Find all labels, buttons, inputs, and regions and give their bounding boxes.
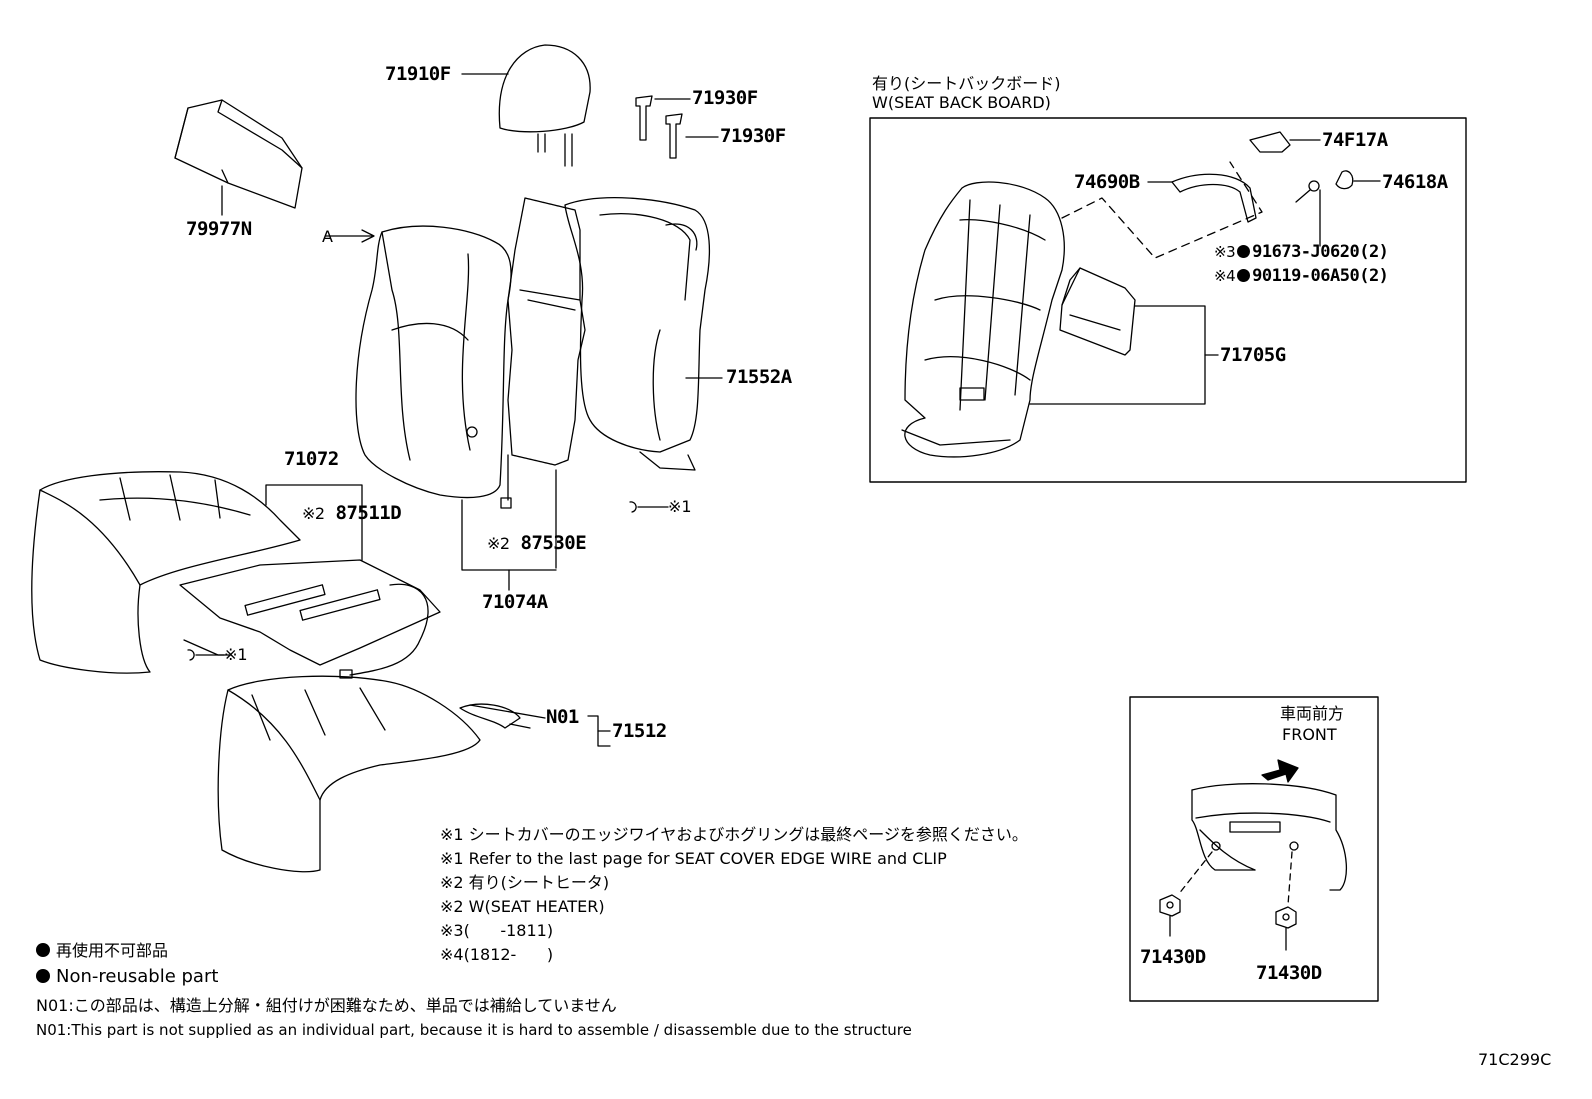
front-direction-label-jp: 車両前方	[1280, 704, 1345, 723]
part-number-74F17A[interactable]: 74F17A	[1322, 129, 1388, 151]
part-number-87511D[interactable]: ※2 87511D	[302, 502, 402, 524]
part-number-74690B[interactable]: 74690B	[1074, 171, 1140, 193]
callout-brackets-seat	[265, 484, 557, 591]
part-number-71552A[interactable]: 71552A	[726, 366, 792, 388]
headrest-pad-drawing	[174, 99, 303, 216]
legend-non-reusable-jp: 再使用不可部品	[36, 943, 168, 959]
legend-non-reusable-en: Non-reusable part	[36, 968, 218, 986]
figure-code: 71C299C	[1478, 1050, 1552, 1069]
headrest-guide-drawing	[635, 95, 719, 159]
non-reusable-dot-icon	[36, 969, 50, 983]
note-1-en: ※1 Refer to the last page for SEAT COVER…	[440, 849, 947, 868]
seat-back-board-box	[869, 117, 1467, 483]
part-number-71930F-lower[interactable]: 71930F	[720, 125, 786, 147]
seat-back-board-title-jp: 有り(シートバックボード)	[872, 74, 1061, 93]
note-2-en: ※2 W(SEAT HEATER)	[440, 897, 605, 916]
note-3: ※3( -1811)	[440, 921, 554, 940]
hog-ring-symbols	[187, 501, 669, 661]
seat-cushion-pad-drawing	[217, 675, 546, 873]
headrest-drawing	[461, 44, 591, 167]
mark-3: ※3	[1214, 243, 1236, 261]
front-direction-label-en: FRONT	[1282, 725, 1337, 744]
note-1-jp: ※1 シートカバーのエッジワイヤおよびホグリングは最終ページを参照ください。	[440, 825, 1028, 844]
front-orientation-box	[1129, 696, 1379, 1002]
part-number-87530E[interactable]: ※2 87530E	[487, 532, 587, 554]
seat-cushion-heater-drawing	[179, 559, 441, 679]
part-number-71910F[interactable]: 71910F	[385, 63, 451, 85]
seatback-heater-drawing	[500, 197, 586, 569]
callout-brackets-cushion	[587, 715, 611, 747]
part-number-71512[interactable]: 71512	[612, 720, 667, 742]
mark-4: ※4	[1214, 267, 1236, 285]
seatback-cover-drawing	[325, 225, 512, 499]
seatback-pad-drawing	[564, 197, 723, 471]
part-number-71430D-left[interactable]: 71430D	[1140, 946, 1206, 968]
note-2-jp: ※2 有り(シートヒータ)	[440, 873, 610, 892]
part-number-71072[interactable]: 71072	[284, 448, 339, 470]
part-number-71430D-right[interactable]: 71430D	[1256, 962, 1322, 984]
non-reusable-dot-icon	[1237, 269, 1251, 282]
view-marker-a: A	[322, 227, 333, 246]
part-number-71074A[interactable]: 71074A	[482, 591, 548, 613]
note-4: ※4(1812- )	[440, 945, 554, 964]
mark-2: ※2	[302, 504, 325, 523]
mark-2: ※2	[487, 534, 510, 553]
seat-back-board-title-en: W(SEAT BACK BOARD)	[872, 93, 1051, 112]
part-number-N01[interactable]: N01	[546, 706, 579, 728]
part-number-79977N[interactable]: 79977N	[186, 218, 252, 240]
hog-ring-note-upper: ※1	[668, 497, 692, 516]
non-reusable-dot-icon	[1237, 245, 1251, 258]
legend-n01-jp: N01:この部品は、構造上分解・組付けが困難なため、単品では補給していません	[36, 996, 617, 1015]
hog-ring-note-lower: ※1	[224, 645, 248, 664]
non-reusable-dot-icon	[36, 943, 50, 957]
part-number-71705G[interactable]: 71705G	[1220, 344, 1286, 366]
part-number-71930F-upper[interactable]: 71930F	[692, 87, 758, 109]
part-number-74618A[interactable]: 74618A	[1382, 171, 1448, 193]
seat-cushion-cover-drawing	[31, 471, 301, 674]
legend-n01-en: N01:This part is not supplied as an indi…	[36, 1021, 912, 1039]
